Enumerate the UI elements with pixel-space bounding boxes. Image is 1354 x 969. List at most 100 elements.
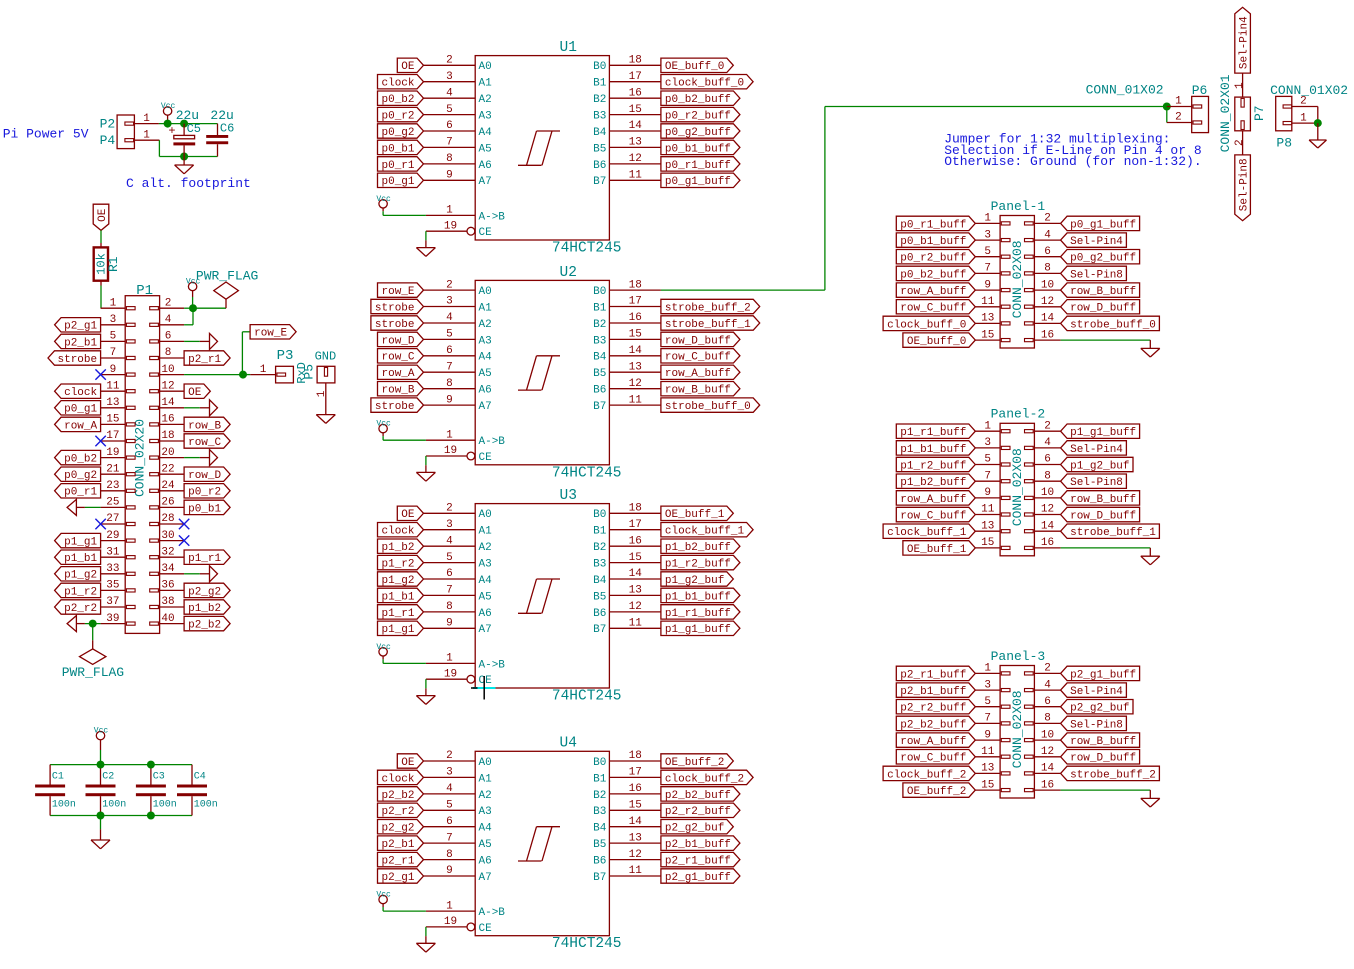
svg-text:p1_b2: p1_b2 bbox=[188, 603, 221, 615]
svg-text:B4: B4 bbox=[593, 823, 607, 835]
svg-text:strobe_buff_1: strobe_buff_1 bbox=[1070, 527, 1156, 539]
svg-text:13: 13 bbox=[629, 361, 642, 373]
svg-text:3: 3 bbox=[446, 71, 453, 83]
svg-text:p0_b1: p0_b1 bbox=[382, 143, 415, 155]
svg-text:39: 39 bbox=[106, 613, 119, 625]
svg-text:8: 8 bbox=[1044, 263, 1051, 275]
svg-text:26: 26 bbox=[161, 497, 174, 509]
svg-text:row_D: row_D bbox=[382, 335, 415, 347]
svg-text:B4: B4 bbox=[593, 352, 607, 364]
svg-text:clock: clock bbox=[64, 387, 97, 399]
svg-text:row_D_buff: row_D_buff bbox=[1070, 510, 1136, 522]
svg-text:Panel-2: Panel-2 bbox=[991, 407, 1046, 422]
svg-text:row_E: row_E bbox=[382, 286, 415, 298]
svg-text:p0_b1_buff: p0_b1_buff bbox=[900, 236, 966, 248]
svg-text:7: 7 bbox=[446, 832, 453, 844]
svg-text:22u: 22u bbox=[176, 108, 199, 123]
svg-text:8: 8 bbox=[1044, 470, 1051, 482]
svg-text:1: 1 bbox=[316, 390, 328, 397]
svg-text:row_C: row_C bbox=[382, 352, 415, 364]
svg-text:B0: B0 bbox=[593, 61, 606, 73]
svg-text:13: 13 bbox=[106, 397, 119, 409]
svg-text:A6: A6 bbox=[479, 856, 492, 868]
svg-text:B1: B1 bbox=[593, 78, 607, 90]
svg-text:5: 5 bbox=[446, 552, 453, 564]
svg-text:37: 37 bbox=[106, 596, 119, 608]
svg-text:3: 3 bbox=[446, 767, 453, 779]
svg-text:B6: B6 bbox=[593, 385, 606, 397]
svg-text:7: 7 bbox=[984, 713, 991, 725]
svg-text:B4: B4 bbox=[593, 127, 607, 139]
svg-text:B6: B6 bbox=[593, 160, 606, 172]
svg-text:strobe_buff_0: strobe_buff_0 bbox=[665, 401, 751, 413]
svg-text:p2_g1_buff: p2_g1_buff bbox=[665, 872, 731, 884]
svg-text:18: 18 bbox=[629, 55, 642, 67]
svg-text:2: 2 bbox=[1234, 139, 1246, 146]
svg-text:B2: B2 bbox=[593, 319, 606, 331]
svg-text:clock_buff_0: clock_buff_0 bbox=[887, 319, 966, 331]
svg-text:p2_b2_buff: p2_b2_buff bbox=[665, 790, 731, 802]
svg-text:p0_g2_buff: p0_g2_buff bbox=[1070, 253, 1136, 265]
svg-text:B3: B3 bbox=[593, 559, 606, 571]
svg-text:row_D_buff: row_D_buff bbox=[665, 335, 731, 347]
svg-text:32: 32 bbox=[161, 546, 174, 558]
svg-text:14: 14 bbox=[161, 397, 175, 409]
svg-text:A3: A3 bbox=[479, 806, 492, 818]
svg-text:1: 1 bbox=[446, 900, 453, 912]
svg-text:Sel-Pin4: Sel-Pin4 bbox=[1070, 444, 1123, 456]
svg-text:17: 17 bbox=[106, 430, 119, 442]
svg-text:4: 4 bbox=[446, 535, 453, 547]
svg-text:5: 5 bbox=[110, 331, 117, 343]
svg-text:p1_r1_buff: p1_r1_buff bbox=[665, 608, 731, 620]
svg-text:A0: A0 bbox=[479, 61, 492, 73]
svg-text:row_C_buff: row_C_buff bbox=[900, 753, 966, 765]
svg-text:1: 1 bbox=[143, 113, 150, 125]
svg-text:Vcc: Vcc bbox=[376, 420, 391, 429]
svg-text:8: 8 bbox=[446, 378, 453, 390]
svg-text:OE: OE bbox=[97, 208, 109, 222]
svg-text:A7: A7 bbox=[479, 872, 492, 884]
svg-text:3: 3 bbox=[446, 296, 453, 308]
svg-text:8: 8 bbox=[165, 347, 172, 359]
svg-text:U2: U2 bbox=[560, 265, 577, 281]
svg-text:clock: clock bbox=[382, 526, 415, 538]
svg-text:U4: U4 bbox=[560, 736, 577, 752]
svg-text:10: 10 bbox=[1041, 729, 1054, 741]
svg-text:7: 7 bbox=[984, 470, 991, 482]
svg-text:Jumper for 1:32 multiplexing:: Jumper for 1:32 multiplexing: bbox=[944, 132, 1170, 147]
svg-text:12: 12 bbox=[629, 849, 642, 861]
svg-text:35: 35 bbox=[106, 580, 119, 592]
svg-text:Selection if E-Line on Pin 4 o: Selection if E-Line on Pin 4 or 8 bbox=[944, 143, 1201, 158]
svg-text:Vcc: Vcc bbox=[376, 195, 391, 204]
svg-text:B2: B2 bbox=[593, 790, 606, 802]
svg-text:21: 21 bbox=[106, 463, 120, 475]
svg-text:clock_buff_2: clock_buff_2 bbox=[887, 769, 966, 781]
svg-text:25: 25 bbox=[106, 497, 119, 509]
svg-text:B0: B0 bbox=[593, 286, 606, 298]
svg-text:row_B_buff: row_B_buff bbox=[665, 385, 731, 397]
svg-text:Sel-Pin4: Sel-Pin4 bbox=[1070, 686, 1123, 698]
svg-text:1: 1 bbox=[984, 663, 991, 675]
svg-text:strobe: strobe bbox=[375, 302, 415, 314]
svg-text:A6: A6 bbox=[479, 385, 492, 397]
svg-text:17: 17 bbox=[629, 767, 642, 779]
svg-text:40: 40 bbox=[161, 613, 174, 625]
svg-text:12: 12 bbox=[161, 380, 174, 392]
svg-text:1: 1 bbox=[446, 429, 453, 441]
svg-text:3: 3 bbox=[110, 314, 117, 326]
svg-text:Vcc: Vcc bbox=[376, 891, 391, 900]
svg-text:31: 31 bbox=[106, 546, 120, 558]
svg-text:B4: B4 bbox=[593, 575, 607, 587]
svg-text:p1_g1_buff: p1_g1_buff bbox=[665, 624, 731, 636]
svg-text:p1_g1: p1_g1 bbox=[382, 624, 415, 636]
svg-text:P5: P5 bbox=[302, 364, 317, 380]
svg-text:row_B_buff: row_B_buff bbox=[1070, 736, 1136, 748]
svg-text:5: 5 bbox=[984, 696, 991, 708]
svg-text:16: 16 bbox=[161, 414, 174, 426]
svg-text:8: 8 bbox=[446, 601, 453, 613]
svg-text:15: 15 bbox=[981, 329, 994, 341]
svg-text:CE: CE bbox=[479, 452, 493, 464]
svg-text:row_A_buff: row_A_buff bbox=[665, 368, 731, 380]
svg-text:B7: B7 bbox=[593, 624, 606, 636]
svg-text:A1: A1 bbox=[479, 78, 493, 90]
